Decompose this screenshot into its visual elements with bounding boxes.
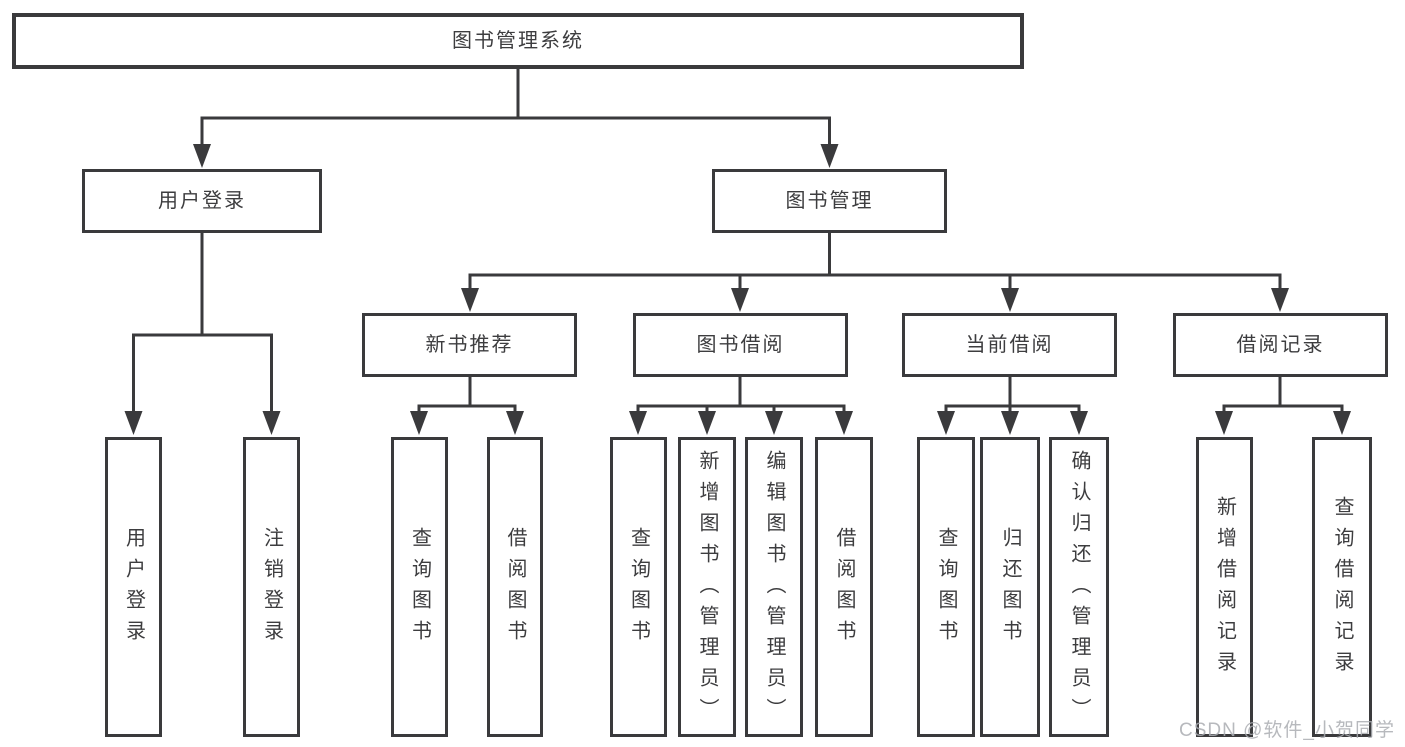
arrowhead-icons [124, 144, 1351, 435]
leaf-user-login: 用户登录 [105, 437, 162, 737]
node-book-borrow: 图书借阅 [633, 313, 848, 377]
node-borrow-records: 借阅记录 [1173, 313, 1388, 377]
leaf-add-borrow-record: 新增借阅记录 [1196, 437, 1253, 737]
leaf-add-book-admin: 新增图书（管理员） [678, 437, 736, 737]
leaf-query-book-current: 查询图书 [917, 437, 975, 737]
leaf-logout: 注销登录 [243, 437, 300, 737]
leaf-confirm-return-admin: 确认归还（管理员） [1049, 437, 1109, 737]
node-book-management: 图书管理 [712, 169, 947, 233]
leaf-query-book-recommend: 查询图书 [391, 437, 448, 737]
csdn-watermark: CSDN @软件_小贺同学 [1179, 720, 1395, 741]
leaf-borrow-book: 借阅图书 [815, 437, 873, 737]
leaf-query-book-borrow: 查询图书 [610, 437, 667, 737]
node-current-borrow: 当前借阅 [902, 313, 1117, 377]
leaf-borrow-book-recommend: 借阅图书 [487, 437, 543, 737]
leaf-return-book: 归还图书 [980, 437, 1040, 737]
leaf-edit-book-admin: 编辑图书（管理员） [745, 437, 803, 737]
node-new-book-recommend: 新书推荐 [362, 313, 577, 377]
root-node-library-system: 图书管理系统 [12, 13, 1024, 69]
node-user-login: 用户登录 [82, 169, 322, 233]
leaf-query-borrow-record: 查询借阅记录 [1312, 437, 1372, 737]
